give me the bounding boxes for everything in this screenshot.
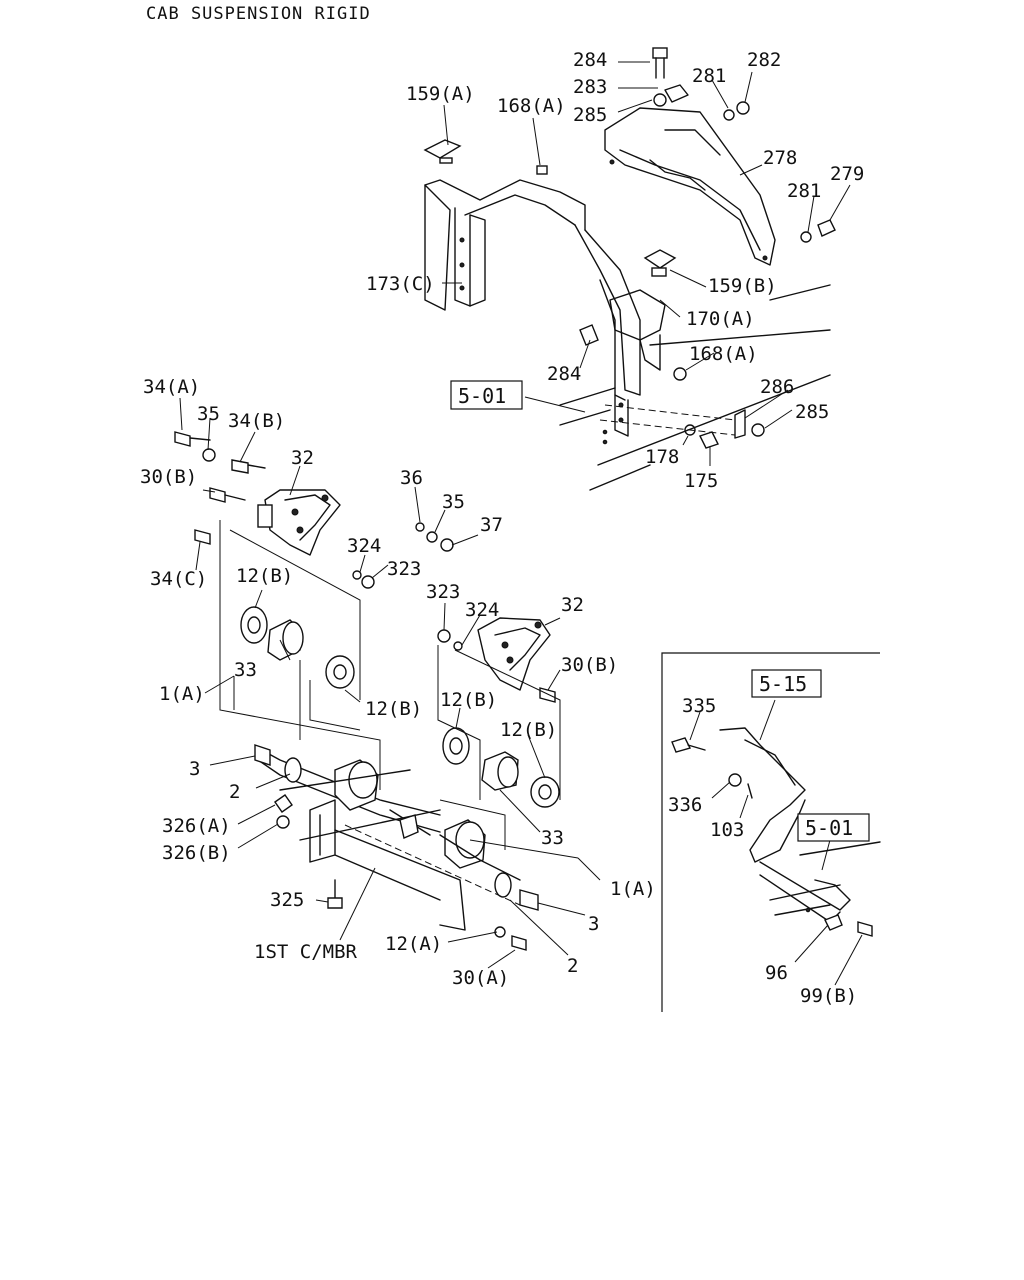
callout-label: 159(A) — [406, 83, 475, 105]
callout-label: 324 — [347, 535, 381, 557]
callout-label: 323 — [387, 558, 421, 580]
callout-label: 12(B) — [236, 565, 293, 587]
callout-label: 36 — [400, 467, 423, 489]
callout-label: 281 — [692, 65, 726, 87]
upper-hardware — [423, 47, 836, 449]
callout-label: 1(A) — [610, 878, 656, 900]
callout-label: 30(B) — [140, 466, 197, 488]
callout-label: 99(B) — [800, 985, 857, 1007]
callout-label: 1ST C/MBR — [254, 941, 358, 963]
callout-label: 170(A) — [686, 308, 755, 330]
callout-label: 336 — [668, 794, 702, 816]
callout-label: 278 — [763, 147, 797, 169]
callout-label: 32 — [561, 594, 584, 616]
upper-bracket-278 — [604, 107, 776, 266]
callout-label: 2 — [567, 955, 578, 977]
callout-label: 178 — [645, 446, 679, 468]
ref-box-label: 5-01 — [458, 384, 506, 408]
callout-label: 103 — [710, 819, 744, 841]
callout-label: 326(B) — [162, 842, 231, 864]
callout-label: 286 — [760, 376, 794, 398]
cab-mount-frame — [424, 179, 666, 437]
callout-label: 34(B) — [228, 410, 285, 432]
callout-label: 34(A) — [143, 376, 200, 398]
callout-label: 281 — [787, 180, 821, 202]
callout-labels: 284 283 285 281 282 159(A) 168(A) 278 28… — [140, 49, 864, 1007]
callout-label: 285 — [573, 104, 607, 126]
callout-label: 34(C) — [150, 568, 207, 590]
chassis-frame-lines — [559, 284, 831, 491]
callout-label: 284 — [573, 49, 607, 71]
callout-label: 284 — [547, 363, 581, 385]
ref-box-label: 5-15 — [759, 672, 807, 696]
callout-label: 325 — [270, 889, 304, 911]
ref-box-label: 5-01 — [805, 816, 853, 840]
callout-label: 323 — [426, 581, 460, 603]
callout-label: 35 — [197, 403, 220, 425]
callout-label: 12(B) — [365, 698, 422, 720]
callout-label: 96 — [765, 962, 788, 984]
callout-label: 3 — [588, 913, 599, 935]
callout-label: 37 — [480, 514, 503, 536]
diagram-title: CAB SUSPENSION RIGID — [146, 4, 371, 24]
callout-label: 12(A) — [385, 933, 442, 955]
callout-label: 1(A) — [159, 683, 205, 705]
callout-label: 173(C) — [366, 273, 435, 295]
callout-label: 3 — [189, 758, 200, 780]
cushions — [240, 606, 560, 808]
shaft-assembly — [254, 744, 539, 951]
callout-label: 168(A) — [497, 95, 566, 117]
callout-label: 2 — [229, 781, 240, 803]
callout-label: 324 — [465, 599, 499, 621]
callout-label: 33 — [541, 827, 564, 849]
callout-label: 326(A) — [162, 815, 231, 837]
assembly-brackets — [219, 520, 561, 906]
ref-box-5-15-inset[interactable]: 5-15 — [751, 669, 822, 698]
callout-label: 285 — [795, 401, 829, 423]
callout-label: 33 — [234, 659, 257, 681]
callout-label: 283 — [573, 76, 607, 98]
ref-box-5-01-main[interactable]: 5-01 — [450, 380, 523, 410]
ref-box-5-01-inset[interactable]: 5-01 — [797, 813, 870, 842]
callout-label: 35 — [442, 491, 465, 513]
callout-label: 12(B) — [440, 689, 497, 711]
bracket-32-upper — [174, 431, 454, 589]
callout-label: 30(B) — [561, 654, 618, 676]
inset-panel — [661, 652, 881, 1012]
callout-label: 32 — [291, 447, 314, 469]
callout-label: 279 — [830, 163, 864, 185]
callout-label: 282 — [747, 49, 781, 71]
callout-label: 30(A) — [452, 967, 509, 989]
callout-label: 159(B) — [708, 275, 777, 297]
callout-label: 175 — [684, 470, 718, 492]
leader-lines — [179, 61, 863, 986]
callout-label: 12(B) — [500, 719, 557, 741]
callout-label: 335 — [682, 695, 716, 717]
callout-label: 168(A) — [689, 343, 758, 365]
